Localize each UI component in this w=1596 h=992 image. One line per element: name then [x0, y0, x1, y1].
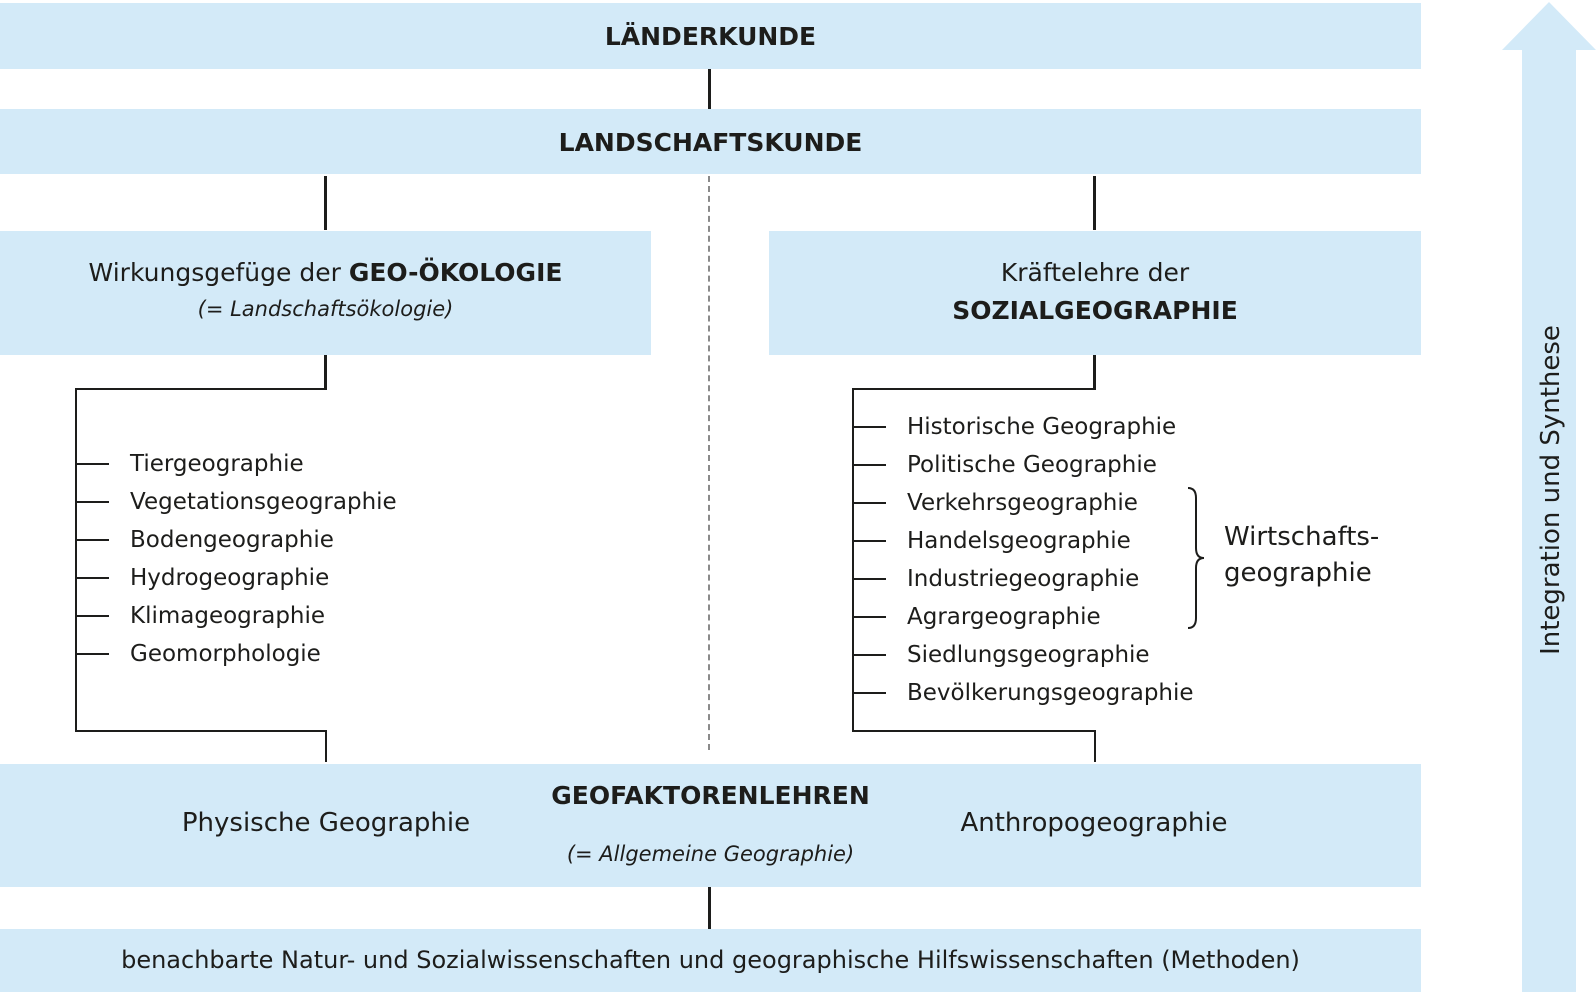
- connector-right-upper: [1093, 176, 1096, 230]
- physische-geographie-label: Physische Geographie: [181, 808, 471, 838]
- geooekologie-prefix: Wirkungsgefüge der: [88, 258, 349, 287]
- left-bar-bottom: [75, 730, 327, 732]
- geofaktoren-note: (= Allgemeine Geographie): [566, 842, 855, 866]
- wirtschaft-label-line1: Wirtschafts-: [1224, 522, 1380, 552]
- geooekologie-note: (= Landschaftsökologie): [197, 297, 454, 321]
- landschaftskunde-band: LANDSCHAFTSKUNDE: [0, 109, 1421, 174]
- right-bar-top: [852, 388, 1096, 390]
- branch-tick: [76, 539, 109, 541]
- list-item: Siedlungsgeographie: [853, 636, 1194, 674]
- left-stem-bottom: [325, 730, 327, 762]
- sozialgeographie-emph: SOZIALGEOGRAPHIE: [952, 296, 1238, 325]
- basis-label: benachbarte Natur- und Sozialwissenschaf…: [121, 946, 1300, 974]
- branch-label: Verkehrsgeographie: [907, 490, 1138, 516]
- integration-arrow-label: Integration und Synthese: [1536, 325, 1566, 655]
- list-item: Agrargeographie: [853, 598, 1194, 636]
- branch-tick: [76, 501, 109, 503]
- branch-tick: [853, 502, 886, 504]
- branch-tick: [853, 616, 886, 618]
- branch-label: Tiergeographie: [130, 451, 304, 477]
- branch-tick: [853, 426, 886, 428]
- list-item: Vegetationsgeographie: [76, 483, 397, 521]
- branch-tick: [76, 463, 109, 465]
- right-stem-top: [1093, 355, 1096, 390]
- branch-label: Agrargeographie: [907, 604, 1101, 630]
- sozialgeographie-box: Kräftelehre der SOZIALGEOGRAPHIE: [769, 231, 1421, 355]
- list-item: Politische Geographie: [853, 446, 1194, 484]
- branch-tick: [76, 577, 109, 579]
- geofaktoren-title: GEOFAKTORENLEHREN: [551, 781, 870, 810]
- left-stem-top: [324, 355, 327, 390]
- branch-label: Bodengeographie: [130, 527, 334, 553]
- geooekologie-emph: GEO-ÖKOLOGIE: [348, 258, 563, 287]
- list-item: Hydrogeographie: [76, 559, 397, 597]
- connector-geofaktoren-basis: [708, 887, 711, 929]
- dashed-divider: [708, 176, 710, 750]
- branch-label: Industriegeographie: [907, 566, 1140, 592]
- list-item: Verkehrsgeographie: [853, 484, 1194, 522]
- geooekologie-box: Wirkungsgefüge der GEO-ÖKOLOGIE (= Lands…: [0, 231, 651, 355]
- right-bar-bottom: [852, 730, 1096, 732]
- connector-left-upper: [324, 176, 327, 230]
- human-branch-list: Historische Geographie Politische Geogra…: [853, 408, 1194, 712]
- branch-tick: [76, 653, 109, 655]
- branch-tick: [853, 540, 886, 542]
- list-item: Bodengeographie: [76, 521, 397, 559]
- laenderkunde-band: LÄNDERKUNDE: [0, 3, 1421, 69]
- sozialgeographie-line1: Kräftelehre der: [1000, 258, 1190, 287]
- branch-label: Handelsgeographie: [907, 528, 1131, 554]
- list-item: Industriegeographie: [853, 560, 1194, 598]
- landschaftskunde-label: LANDSCHAFTSKUNDE: [558, 128, 863, 157]
- geooekologie-title: Wirkungsgefüge der GEO-ÖKOLOGIE: [0, 258, 651, 287]
- list-item: Bevölkerungsgeographie: [853, 674, 1194, 712]
- list-item: Tiergeographie: [76, 445, 397, 483]
- list-item: Historische Geographie: [853, 408, 1194, 446]
- list-item: Geomorphologie: [76, 635, 397, 673]
- basis-band: benachbarte Natur- und Sozialwissenschaf…: [0, 929, 1421, 992]
- branch-label: Vegetationsgeographie: [130, 489, 397, 515]
- anthropogeographie-label: Anthropogeographie: [960, 808, 1228, 838]
- laenderkunde-label: LÄNDERKUNDE: [604, 22, 817, 51]
- physical-branch-list: Tiergeographie Vegetationsgeographie Bod…: [76, 445, 397, 673]
- left-spine: [75, 388, 77, 732]
- branch-label: Geomorphologie: [130, 641, 321, 667]
- list-item: Handelsgeographie: [853, 522, 1194, 560]
- geofaktoren-band: GEOFAKTORENLEHREN (= Allgemeine Geograph…: [0, 764, 1421, 887]
- connector-laender-landschaft: [708, 69, 711, 109]
- right-spine: [852, 388, 854, 732]
- branch-label: Bevölkerungsgeographie: [907, 680, 1194, 706]
- wirtschaft-label-line2: geographie: [1224, 558, 1372, 588]
- branch-label: Siedlungsgeographie: [907, 642, 1150, 668]
- right-stem-bottom: [1094, 730, 1096, 762]
- branch-label: Politische Geographie: [907, 452, 1157, 478]
- branch-tick: [853, 578, 886, 580]
- branch-tick: [76, 615, 109, 617]
- list-item: Klimageographie: [76, 597, 397, 635]
- branch-tick: [853, 692, 886, 694]
- branch-tick: [853, 464, 886, 466]
- branch-tick: [853, 654, 886, 656]
- branch-label: Historische Geographie: [907, 414, 1177, 440]
- branch-label: Klimageographie: [130, 603, 326, 629]
- branch-label: Hydrogeographie: [130, 565, 330, 591]
- integration-arrow: [1502, 2, 1596, 992]
- left-bar-top: [75, 388, 327, 390]
- wirtschaft-curly-brace: [1187, 487, 1205, 629]
